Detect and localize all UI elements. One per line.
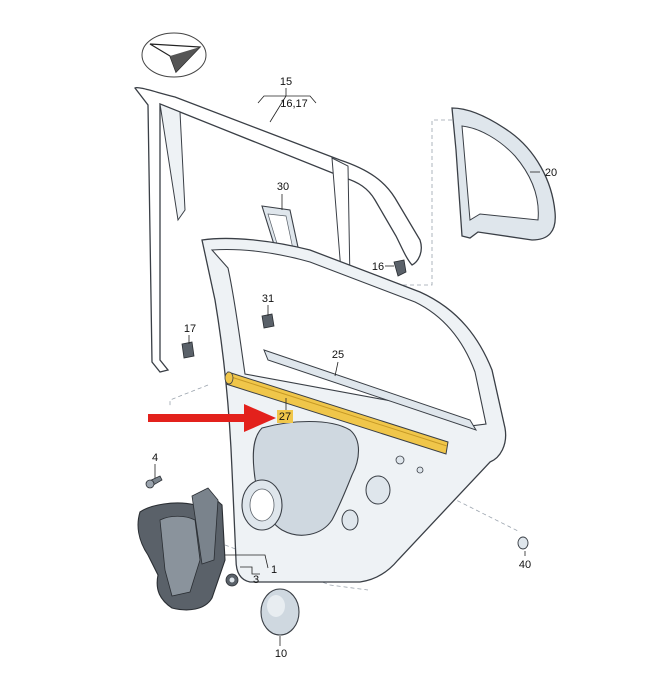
window-regulator (137, 487, 226, 611)
callout-17: 17 (184, 323, 196, 335)
window-channel-frame (134, 86, 422, 373)
callout-27-highlight (277, 410, 293, 423)
callout-1: 1 (271, 564, 277, 576)
callout-16: 16 (372, 261, 384, 273)
red-arrow-icon (148, 404, 276, 432)
cover-cap (260, 588, 300, 636)
clip-part-17 (181, 341, 195, 359)
callout-3: 3 (253, 574, 259, 586)
callout-4: 4 (152, 452, 158, 464)
callout-20: 20 (545, 167, 557, 179)
nut-part (225, 573, 239, 587)
callout-16-17: 16,17 (280, 98, 308, 110)
outer-window-seal-highlighted (224, 371, 449, 455)
clip-part-16 (393, 259, 407, 277)
callout-30: 30 (277, 181, 289, 193)
plug-part (517, 536, 529, 550)
callout-40: 40 (519, 559, 531, 571)
clip-part-31 (261, 313, 275, 329)
callout-10: 10 (275, 648, 287, 660)
callout-25: 25 (332, 349, 344, 361)
inner-window-seal (263, 349, 478, 431)
door-panel (201, 237, 507, 583)
quarter-glass-frame (451, 107, 556, 241)
screw-part (145, 475, 163, 489)
callout-31: 31 (262, 293, 274, 305)
callout-15: 15 (280, 76, 292, 88)
callout-27: 27 (279, 411, 291, 423)
leader-lines (154, 88, 540, 646)
orientation-icon (141, 32, 207, 78)
